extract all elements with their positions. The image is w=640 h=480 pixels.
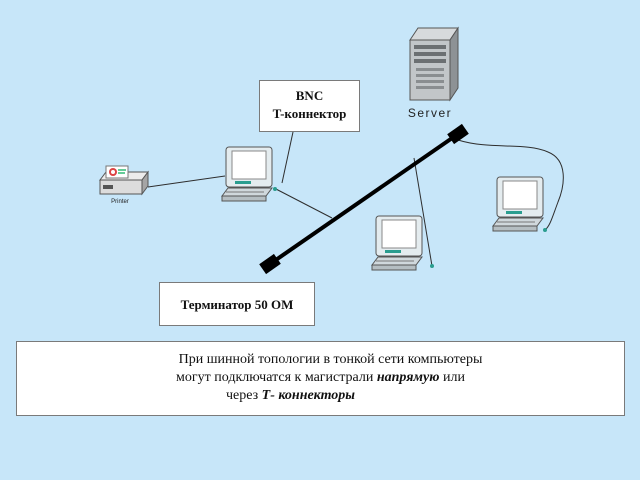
printer-label: Printer <box>111 199 129 205</box>
bnc-t-connector-label: BNC T-коннектор <box>259 80 360 132</box>
server-drop-cable <box>413 157 433 267</box>
caption-line-3: через Т- коннекторы <box>17 387 624 405</box>
caption-line-1: При шинной топологии в тонкой сети компь… <box>178 352 483 367</box>
caption-line-3-text: через <box>225 388 262 403</box>
caption-emphasis-direct: напрямую <box>376 370 440 385</box>
caption-box: При шинной топологии в тонкой сети компь… <box>16 341 625 416</box>
workstation-icon-1 <box>221 146 277 202</box>
bnc-label-line2: T-коннектор <box>272 106 347 121</box>
cables <box>147 131 564 267</box>
bnc-label-line1: BNC <box>295 88 324 103</box>
server-loop-cable <box>457 139 564 231</box>
caption-line-2: могут подключатся к магистрали напрямую … <box>17 369 624 387</box>
caption-line-2-text: могут подключатся к магистрали <box>176 370 377 385</box>
printer-cable <box>147 175 226 188</box>
server-label: Server <box>408 106 452 120</box>
server-icon: Server <box>408 26 459 120</box>
workstation-icon-3 <box>492 176 547 232</box>
bus-line <box>268 132 460 266</box>
bnc-pointer-line <box>281 131 294 184</box>
terminator-label: Терминатор 50 ОМ <box>159 282 315 326</box>
terminator-left <box>259 253 281 275</box>
caption-line-2-end: или <box>439 370 465 385</box>
workstation-icon-2 <box>371 215 434 271</box>
thinnet-bus <box>259 123 469 275</box>
workstation1-drop-cable <box>273 187 333 219</box>
printer-icon: Printer <box>99 165 149 205</box>
terminator-right <box>447 123 469 145</box>
caption-emphasis-tconnectors: Т- коннекторы <box>261 388 356 403</box>
